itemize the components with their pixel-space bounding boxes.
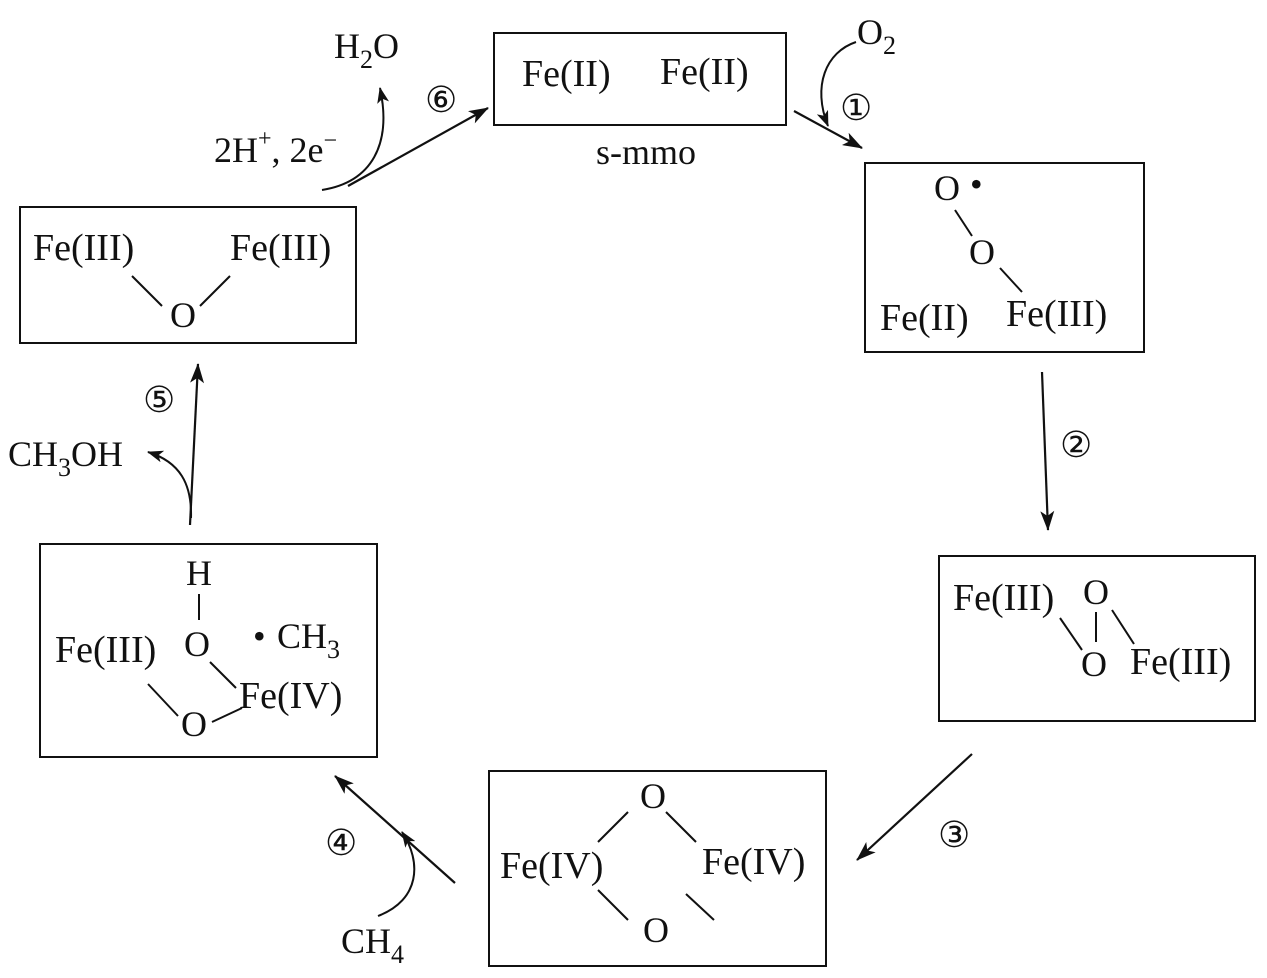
b2-o-bottom: O — [1081, 644, 1107, 684]
b3-bond-top-right — [665, 811, 697, 843]
step2-label: ② — [1060, 425, 1092, 465]
step3-arrow — [856, 753, 973, 861]
b1-o-top: O — [934, 168, 960, 208]
b4-o-top: O — [184, 624, 210, 664]
b5-fe-left: Fe(III) — [33, 227, 134, 269]
b1-o-mid: O — [969, 232, 995, 272]
ch3oh-release-curve — [147, 450, 193, 519]
step5-arrow — [188, 363, 205, 526]
b1-radical-dot: • — [970, 164, 983, 204]
step2-arrow — [1040, 371, 1055, 531]
ch4-entry-curve — [377, 831, 416, 917]
b2-o-top: O — [1083, 572, 1109, 612]
b1-fe-right: Fe(III) — [1006, 293, 1107, 335]
box-peroxo-radical: O • O Fe(II) Fe(III) — [864, 162, 1145, 353]
h2o-label: H2O — [334, 26, 399, 74]
box-peroxo-bridge-frame — [938, 555, 1256, 722]
b2-fe-right: Fe(III) — [1130, 641, 1231, 683]
b4-o-bottom: O — [181, 704, 207, 744]
b3-o-top: O — [640, 776, 666, 816]
b1-fe-left: Fe(II) — [880, 297, 969, 339]
b4-h: H — [186, 553, 212, 593]
box-hydroxo-methyl-frame — [39, 543, 378, 758]
b3-bond-bottom-right — [685, 893, 715, 921]
step1-label: ① — [840, 88, 872, 128]
b2-bond-fe-left-o — [1059, 617, 1083, 651]
b5-bond-right — [199, 275, 231, 307]
b2-bond-o-fe-right — [1111, 609, 1135, 645]
b5-bond-left — [131, 275, 163, 307]
box-peroxo-bridge: Fe(III) O O Fe(III) — [938, 555, 1256, 722]
box-peroxo-radical-frame — [864, 162, 1145, 353]
box-diamond-core: O Fe(IV) Fe(IV) O — [488, 770, 827, 967]
box-oxo-bridge: Fe(III) Fe(III) O — [19, 206, 357, 344]
b1-bond-o-fe — [999, 267, 1023, 293]
b4-bond-o-fe-right — [211, 707, 243, 723]
b3-bond-bottom-left — [597, 889, 629, 921]
box-diamond-core-frame — [488, 770, 827, 967]
step4-arrow — [334, 775, 456, 884]
box-oxo-bridge-frame — [19, 206, 357, 344]
step4-label: ④ — [325, 823, 357, 863]
b4-fe-left: Fe(III) — [55, 629, 156, 671]
b4-ch3: CH3 — [277, 616, 340, 664]
h2o-release-curve — [321, 87, 390, 191]
b1-bond-o-o — [954, 209, 973, 237]
b2-fe-left: Fe(III) — [953, 577, 1054, 619]
o2-entry-curve — [816, 41, 857, 127]
step5-label: ⑤ — [143, 380, 175, 420]
b5-fe-right: Fe(III) — [230, 227, 331, 269]
b3-o-bottom: O — [643, 910, 669, 950]
box-hydroxo-methyl: H Fe(III) O • CH3 Fe(IV) O — [39, 543, 378, 758]
b5-o: O — [170, 295, 196, 335]
b4-radical-dot: • — [253, 616, 266, 656]
b4-bond-o-fe — [209, 661, 237, 689]
ch3oh-label: CH3OH — [8, 434, 123, 482]
step6-label: ⑥ — [425, 80, 457, 120]
b3-fe-right: Fe(IV) — [702, 841, 805, 883]
ch4-label: CH4 — [341, 921, 404, 969]
b4-bond-fe-left-o — [147, 683, 179, 717]
o2-label: O2 — [857, 12, 896, 60]
box-smmo-frame — [493, 32, 787, 126]
smmo-fe-right: Fe(II) — [660, 51, 749, 93]
step3-label: ③ — [938, 815, 970, 855]
step1-arrow — [793, 110, 863, 149]
box-smmo: Fe(II) Fe(II) s-mmo — [493, 32, 787, 172]
b3-fe-left: Fe(IV) — [500, 845, 603, 887]
step6-arrow — [347, 107, 489, 187]
b3-bond-top-left — [597, 811, 629, 843]
b4-fe-right: Fe(IV) — [239, 675, 342, 717]
smmo-caption: s-mmo — [596, 132, 696, 172]
protons-electrons-label: 2H+, 2e− — [214, 126, 337, 170]
smmo-fe-left: Fe(II) — [522, 53, 611, 95]
